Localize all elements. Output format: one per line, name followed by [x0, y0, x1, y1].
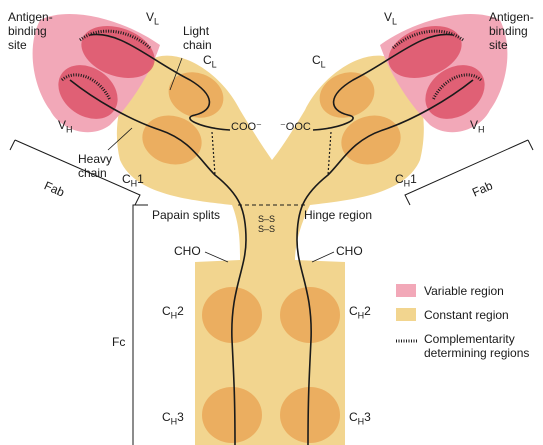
vh-label-left: VH [58, 118, 73, 136]
cl-label-left: CL [203, 53, 217, 71]
cl-label-right: CL [312, 53, 326, 71]
antigen-binding-site-label-right: Antigen-binding site [489, 10, 541, 52]
cho-label-right: CHO [336, 244, 363, 258]
fab-bracket-right [405, 140, 533, 205]
ch3-domain-right [280, 387, 340, 443]
ooc-label: ⁻OOC [280, 120, 311, 134]
ch1-label-left: CH1 [122, 172, 144, 190]
vl-label-left: VL [146, 10, 159, 28]
cho-label-left: CHO [174, 244, 201, 258]
vl-label-right: VL [384, 10, 397, 28]
legend-cdr-label: Complementarity determining regions [424, 332, 542, 360]
constant-region-swatch [396, 308, 416, 321]
legend-constant-label: Constant region [424, 308, 509, 322]
papain-splits-label: Papain splits [152, 208, 220, 222]
legend-variable-label: Variable region [424, 284, 504, 298]
ch1-label-right: CH1 [395, 172, 417, 190]
cho-leader-right [312, 252, 334, 262]
vh-label-right: VH [470, 118, 485, 136]
ch2-label-left: CH2 [162, 304, 184, 322]
hinge-region-label: Hinge region [304, 208, 372, 222]
ch3-label-left: CH3 [162, 410, 184, 428]
antigen-binding-site-label-left: Antigen-binding site [8, 10, 66, 52]
fc-label: Fc [112, 335, 125, 349]
ch3-domain-left [202, 387, 262, 443]
fc-bracket [133, 205, 148, 445]
coo-label: COO⁻ [231, 120, 262, 134]
heavy-chain-label: Heavy chain [78, 152, 118, 180]
disulfide-hinge-2: S–S [258, 222, 275, 236]
constant-region-body [117, 56, 424, 445]
ch2-label-right: CH2 [349, 304, 371, 322]
variable-region-swatch [396, 284, 416, 297]
light-chain-label: Light chain [183, 24, 233, 52]
ch3-label-right: CH3 [349, 410, 371, 428]
cho-leader-left [205, 252, 228, 262]
